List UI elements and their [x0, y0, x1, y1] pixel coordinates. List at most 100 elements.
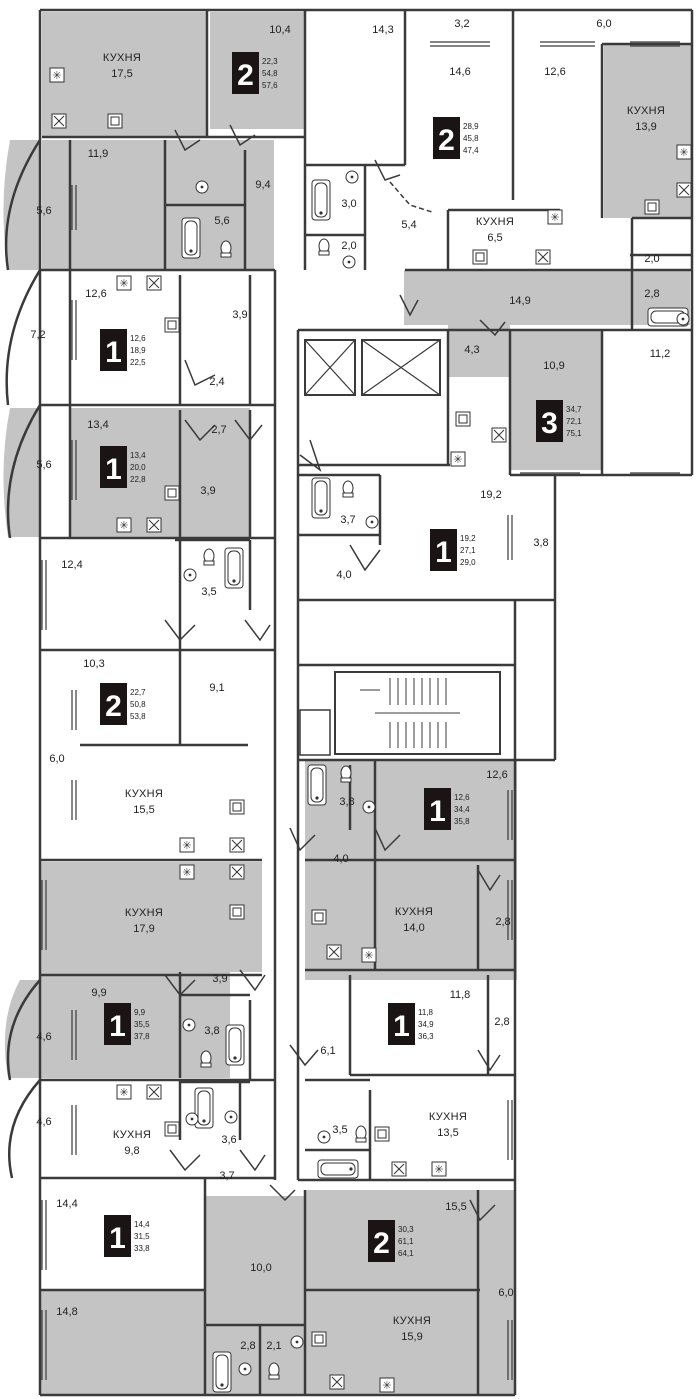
room-area: 7,2 [30, 329, 45, 341]
room-area: 15,5 [445, 1201, 466, 1213]
area-living: 12,6 [454, 793, 470, 802]
room-area: 14,8 [56, 1306, 77, 1318]
room-count: 1 [109, 1222, 126, 1255]
area-living: 13,4 [130, 451, 146, 460]
room-area: 10,9 [543, 360, 564, 372]
kitchen-title: КУХНЯ [125, 907, 163, 919]
room-area: 14,3 [372, 24, 393, 36]
apartment-badge: 1 12,6 34,4 35,8 [424, 788, 470, 830]
room-area: 9,4 [255, 179, 270, 191]
room-count: 2 [438, 124, 455, 157]
room-area: 11,2 [650, 348, 671, 360]
area-total-with-balcony: 22,8 [130, 475, 146, 484]
walls [4, 8, 694, 1397]
area-total-with-balcony: 57,6 [262, 81, 278, 90]
area-total: 27,1 [460, 546, 476, 555]
kitchen-title: КУХНЯ [103, 52, 141, 64]
area-total: 20,0 [130, 463, 146, 472]
room-area: 10,3 [83, 658, 104, 670]
apartment-badge: 1 19,2 27,1 29,0 [430, 529, 476, 571]
area-total: 50,8 [130, 700, 146, 709]
room-count: 1 [105, 336, 122, 369]
kitchen-area: 13,5 [437, 1127, 458, 1139]
area-living: 34,7 [566, 405, 582, 414]
kitchen-title: КУХНЯ [429, 1111, 467, 1123]
room-area: 4,0 [333, 853, 348, 865]
room-area: 3,7 [219, 1170, 234, 1182]
area-total-with-balcony: 53,8 [130, 712, 146, 721]
area-total: 18,9 [130, 346, 146, 355]
room-area: 9,9 [91, 987, 106, 999]
room-count: 1 [105, 453, 122, 486]
room-area: 2,8 [644, 288, 659, 300]
windows [41, 41, 680, 1380]
room-area: 3,8 [204, 1025, 219, 1037]
apartment-badge: 2 22,3 54,8 57,6 [232, 52, 278, 94]
area-total: 34,9 [418, 1020, 434, 1029]
area-total-with-balcony: 47,4 [463, 146, 479, 155]
kitchen-area: 9,8 [124, 1145, 139, 1157]
area-total: 72,1 [566, 417, 582, 426]
area-total-with-balcony: 75,1 [566, 429, 582, 438]
area-total: 61,1 [398, 1237, 414, 1246]
kitchen-labels: КУХНЯ 17,5 КУХНЯ 13,9 КУХНЯ 6,5 КУХНЯ 15… [103, 52, 665, 1343]
kitchen-area: 15,9 [401, 1331, 422, 1343]
room-labels: 10,4 14,3 3,2 6,0 14,6 12,6 11,9 9,4 5,6… [30, 18, 670, 1352]
area-total-with-balcony: 64,1 [398, 1249, 414, 1258]
apartment-badge: 1 11,8 34,9 36,3 [388, 1003, 434, 1045]
kitchen-area: 17,5 [111, 68, 132, 80]
apartment-badge: 1 14,4 31,5 33,8 [104, 1215, 150, 1257]
room-area: 14,9 [509, 295, 530, 307]
room-count: 1 [393, 1010, 410, 1043]
room-area: 19,2 [480, 489, 501, 501]
room-area: 5,6 [214, 215, 229, 227]
room-area: 2,7 [211, 424, 226, 436]
door-swings [164, 124, 506, 1222]
apartment-badge: 3 34,7 72,1 75,1 [536, 400, 582, 442]
room-area: 2,0 [644, 253, 659, 265]
kitchen-area: 15,5 [133, 804, 154, 816]
area-total-with-balcony: 35,8 [454, 817, 470, 826]
room-area: 11,8 [450, 989, 471, 1001]
area-living: 19,2 [460, 534, 476, 543]
area-living: 28,9 [463, 122, 479, 131]
room-area: 2,8 [240, 1340, 255, 1352]
room-area: 3,5 [201, 586, 216, 598]
room-area: 9,1 [209, 682, 224, 694]
room-area: 5,6 [36, 205, 51, 217]
room-area: 6,1 [320, 1045, 335, 1057]
room-count: 2 [237, 59, 254, 92]
room-area: 10,0 [250, 1262, 271, 1274]
area-living: 9,9 [134, 1008, 146, 1017]
room-count: 2 [105, 690, 122, 723]
room-area: 12,6 [85, 288, 106, 300]
room-area: 3,9 [212, 973, 227, 985]
area-total-with-balcony: 29,0 [460, 558, 476, 567]
apartment-badge: 2 22,7 50,8 53,8 [100, 683, 146, 725]
area-total: 45,8 [463, 134, 479, 143]
room-area: 11,9 [88, 148, 109, 160]
room-area: 5,6 [36, 459, 51, 471]
kitchen-title: КУХНЯ [113, 1129, 151, 1141]
room-area: 2,1 [266, 1340, 281, 1352]
room-count: 1 [435, 536, 452, 569]
area-living: 30,3 [398, 1225, 414, 1234]
room-area: 5,4 [401, 219, 416, 231]
area-total: 35,5 [134, 1020, 150, 1029]
area-total: 54,8 [262, 69, 278, 78]
kitchen-area: 14,0 [403, 922, 424, 934]
room-area: 3,5 [332, 1124, 347, 1136]
room-area: 6,0 [498, 1287, 513, 1299]
room-area: 3,8 [339, 796, 354, 808]
room-area: 2,0 [341, 240, 356, 252]
room-area: 6,0 [49, 753, 64, 765]
area-total-with-balcony: 37,8 [134, 1032, 150, 1041]
room-area: 12,6 [486, 769, 507, 781]
area-total-with-balcony: 36,3 [418, 1032, 434, 1041]
kitchen-area: 13,9 [635, 121, 656, 133]
stair-treads [360, 678, 460, 748]
apartment-badge: 2 30,3 61,1 64,1 [368, 1220, 414, 1262]
apartment-badges: 2 22,3 54,8 57,6 2 28,9 45,8 47,4 1 12,6… [100, 52, 582, 1262]
room-area: 3,9 [232, 309, 247, 321]
